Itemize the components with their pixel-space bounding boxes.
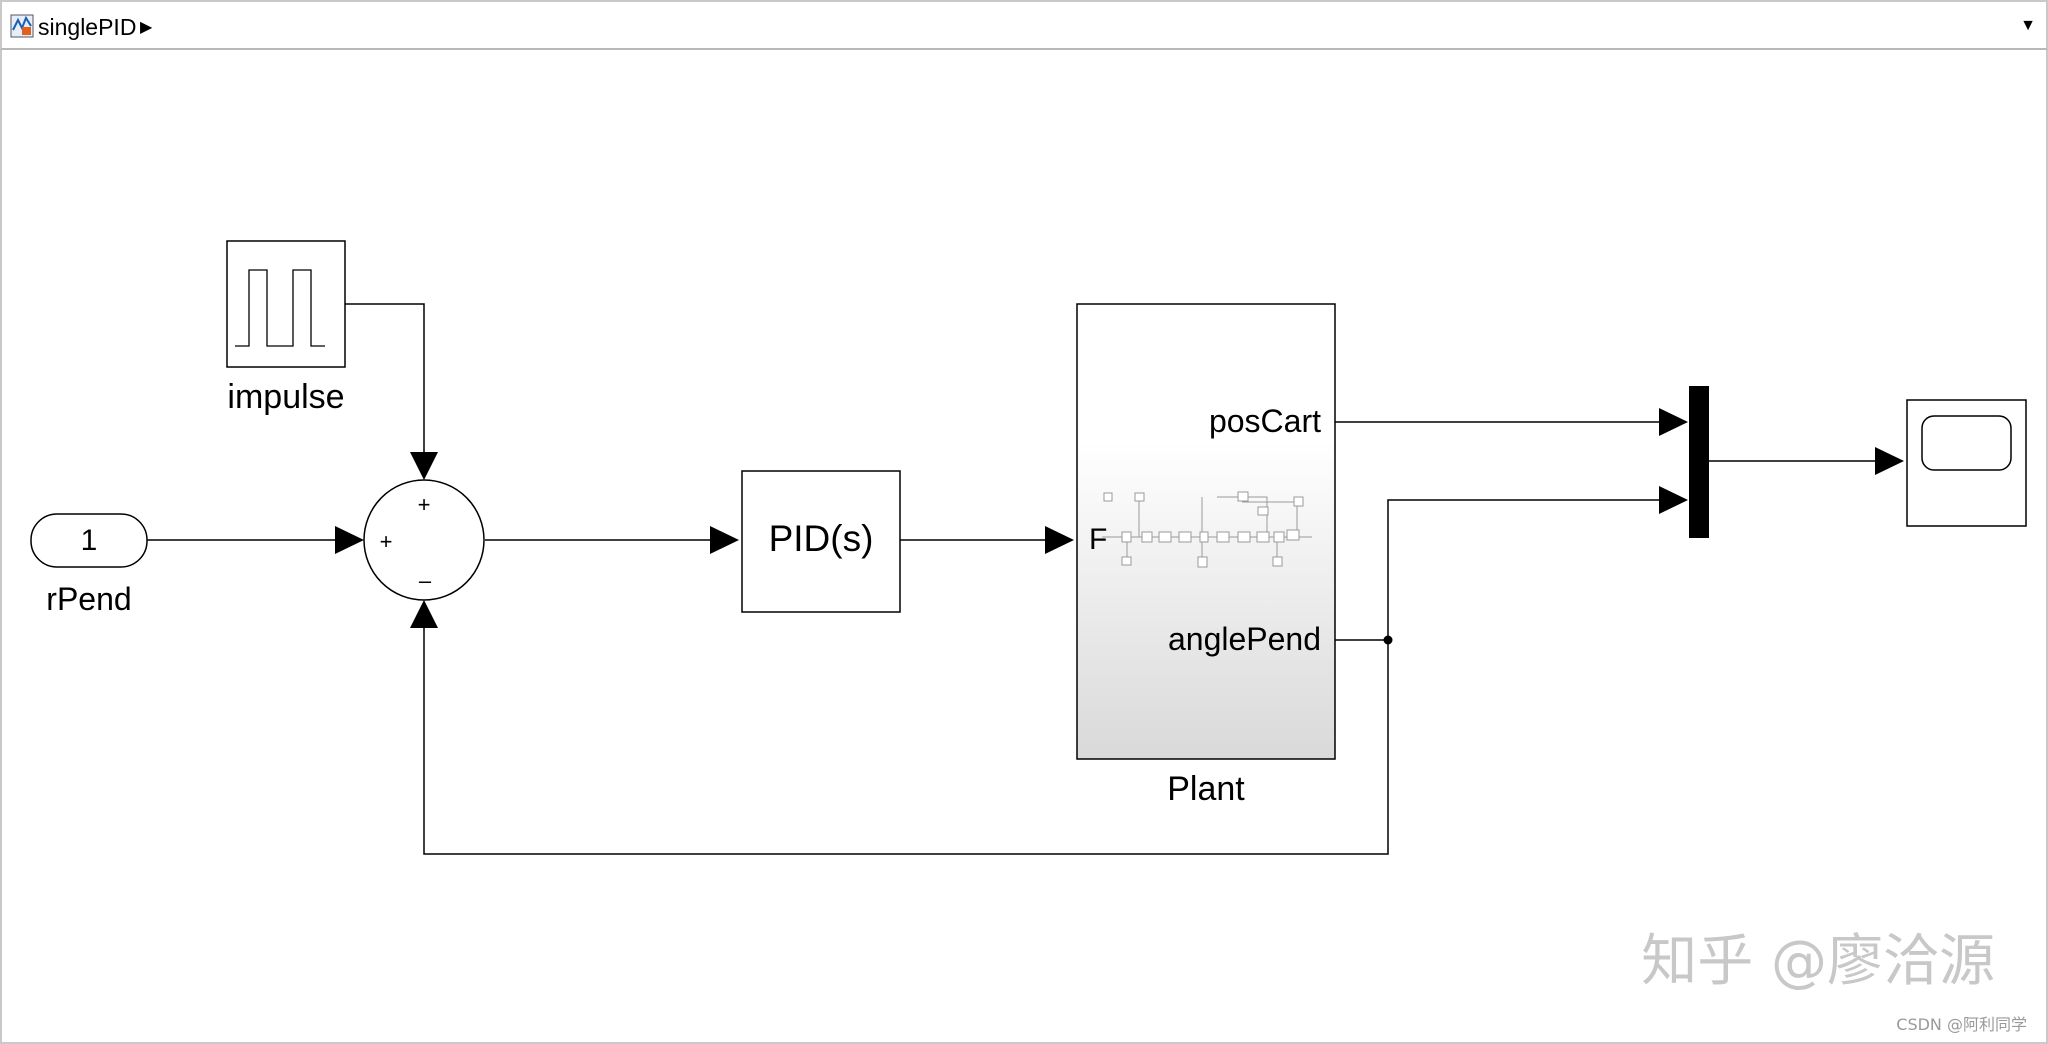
inport-block[interactable]: 1 xyxy=(30,513,148,568)
plant-label: Plant xyxy=(1167,770,1245,808)
arrow-into-pid xyxy=(710,526,739,554)
pulse-wave-icon xyxy=(235,269,325,347)
csdn-watermark: CSDN @阿利同学 xyxy=(1896,1015,2027,1034)
line-feedback-to-sum[interactable] xyxy=(423,623,1389,855)
arrow-into-mux-bottom xyxy=(1659,486,1688,514)
signal-lines xyxy=(147,303,1875,855)
sum-sign-left: + xyxy=(380,529,393,554)
sum-block[interactable]: + + – xyxy=(363,479,485,601)
plant-input-port-label: F xyxy=(1089,523,1107,556)
scope-screen-icon xyxy=(1921,415,2012,471)
scope-block[interactable] xyxy=(1906,399,2027,527)
arrow-into-plant xyxy=(1045,526,1074,554)
plant-output-anglepend-label: anglePend xyxy=(1168,621,1321,657)
arrowheads xyxy=(335,408,1904,628)
chevron-down-icon[interactable]: ▼ xyxy=(2020,17,2036,34)
sum-sign-bottom: – xyxy=(419,568,432,593)
model-breadcrumb[interactable]: singlePID xyxy=(38,14,137,40)
zhihu-watermark: 知乎 @廖洽源 xyxy=(1641,929,1995,994)
sum-sign-top: + xyxy=(418,492,431,517)
plant-subsystem-block[interactable]: F posCart anglePend xyxy=(1076,303,1336,760)
arrow-into-scope xyxy=(1875,447,1904,475)
pid-block[interactable]: PID(s) xyxy=(741,470,901,613)
diagram-canvas[interactable]: 1 rPend impulse + + – PID(s) F posCart a… xyxy=(0,50,2048,1044)
simulink-model-icon[interactable] xyxy=(10,14,34,38)
breadcrumb-arrow-icon[interactable]: ▶ xyxy=(140,19,153,36)
pulse-label: impulse xyxy=(227,378,344,416)
subsystem-preview-icon xyxy=(1102,491,1312,568)
arrow-into-sum-left xyxy=(335,526,364,554)
pid-label: PID(s) xyxy=(769,518,874,559)
model-toolbar: singlePID ▶ ▼ xyxy=(0,0,2048,50)
line-anglepend-to-mux[interactable] xyxy=(1387,499,1659,640)
arrow-into-sum-top xyxy=(410,452,438,480)
pulse-generator-block[interactable] xyxy=(226,240,346,368)
arrow-into-sum-bottom xyxy=(410,600,438,628)
inport-number: 1 xyxy=(81,524,98,557)
arrow-into-mux-top xyxy=(1659,408,1688,436)
plant-output-poscart-label: posCart xyxy=(1209,403,1321,439)
block-diagram: 1 rPend impulse + + – PID(s) F posCart a… xyxy=(30,240,2027,1034)
mux-block[interactable] xyxy=(1689,386,1709,538)
inport-label: rPend xyxy=(46,581,131,617)
line-impulse-to-sum[interactable] xyxy=(345,303,425,457)
branch-point xyxy=(1383,635,1393,645)
